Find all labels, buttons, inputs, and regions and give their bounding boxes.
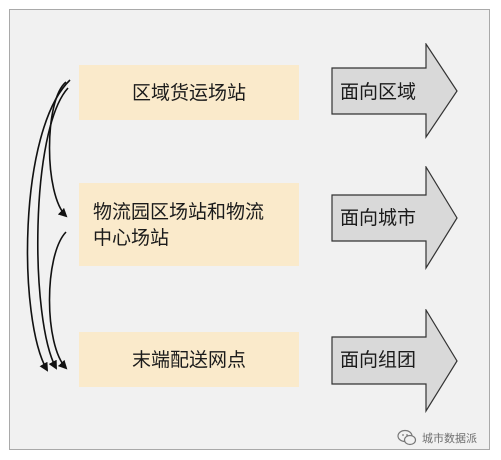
box-logistics-park-station: 物流园区场站和物流 中心场站 xyxy=(79,183,299,266)
arrow-label-cluster: 面向组团 xyxy=(340,349,417,371)
box-label-line2: 中心场站 xyxy=(93,226,170,249)
arrow-label-city: 面向城市 xyxy=(340,207,417,229)
curve-arrow-middle-to-bottom xyxy=(48,231,68,370)
box-label: 末端配送网点 xyxy=(131,348,246,371)
box-terminal-delivery-point: 末端配送网点 xyxy=(79,332,299,387)
arrow-shape-cluster xyxy=(331,309,458,413)
watermark-text: 城市数据派 xyxy=(422,432,477,445)
arrow-label-regional: 面向区域 xyxy=(340,81,417,103)
box-label-line1: 物流园区场站和物流 xyxy=(93,200,265,223)
curve-arrow-top-to-bottom-outer xyxy=(26,79,71,372)
arrow-shape-city xyxy=(331,166,458,270)
curve-arrow-top-to-middle xyxy=(48,81,68,218)
wechat-icon xyxy=(397,429,417,446)
box-regional-freight-station: 区域货运场站 xyxy=(79,65,299,120)
box-label: 区域货运场站 xyxy=(131,81,246,104)
curve-arrow-top-to-bottom-inner xyxy=(36,87,69,370)
arrow-shape-regional xyxy=(331,43,458,139)
watermark: 城市数据派 xyxy=(397,428,477,448)
